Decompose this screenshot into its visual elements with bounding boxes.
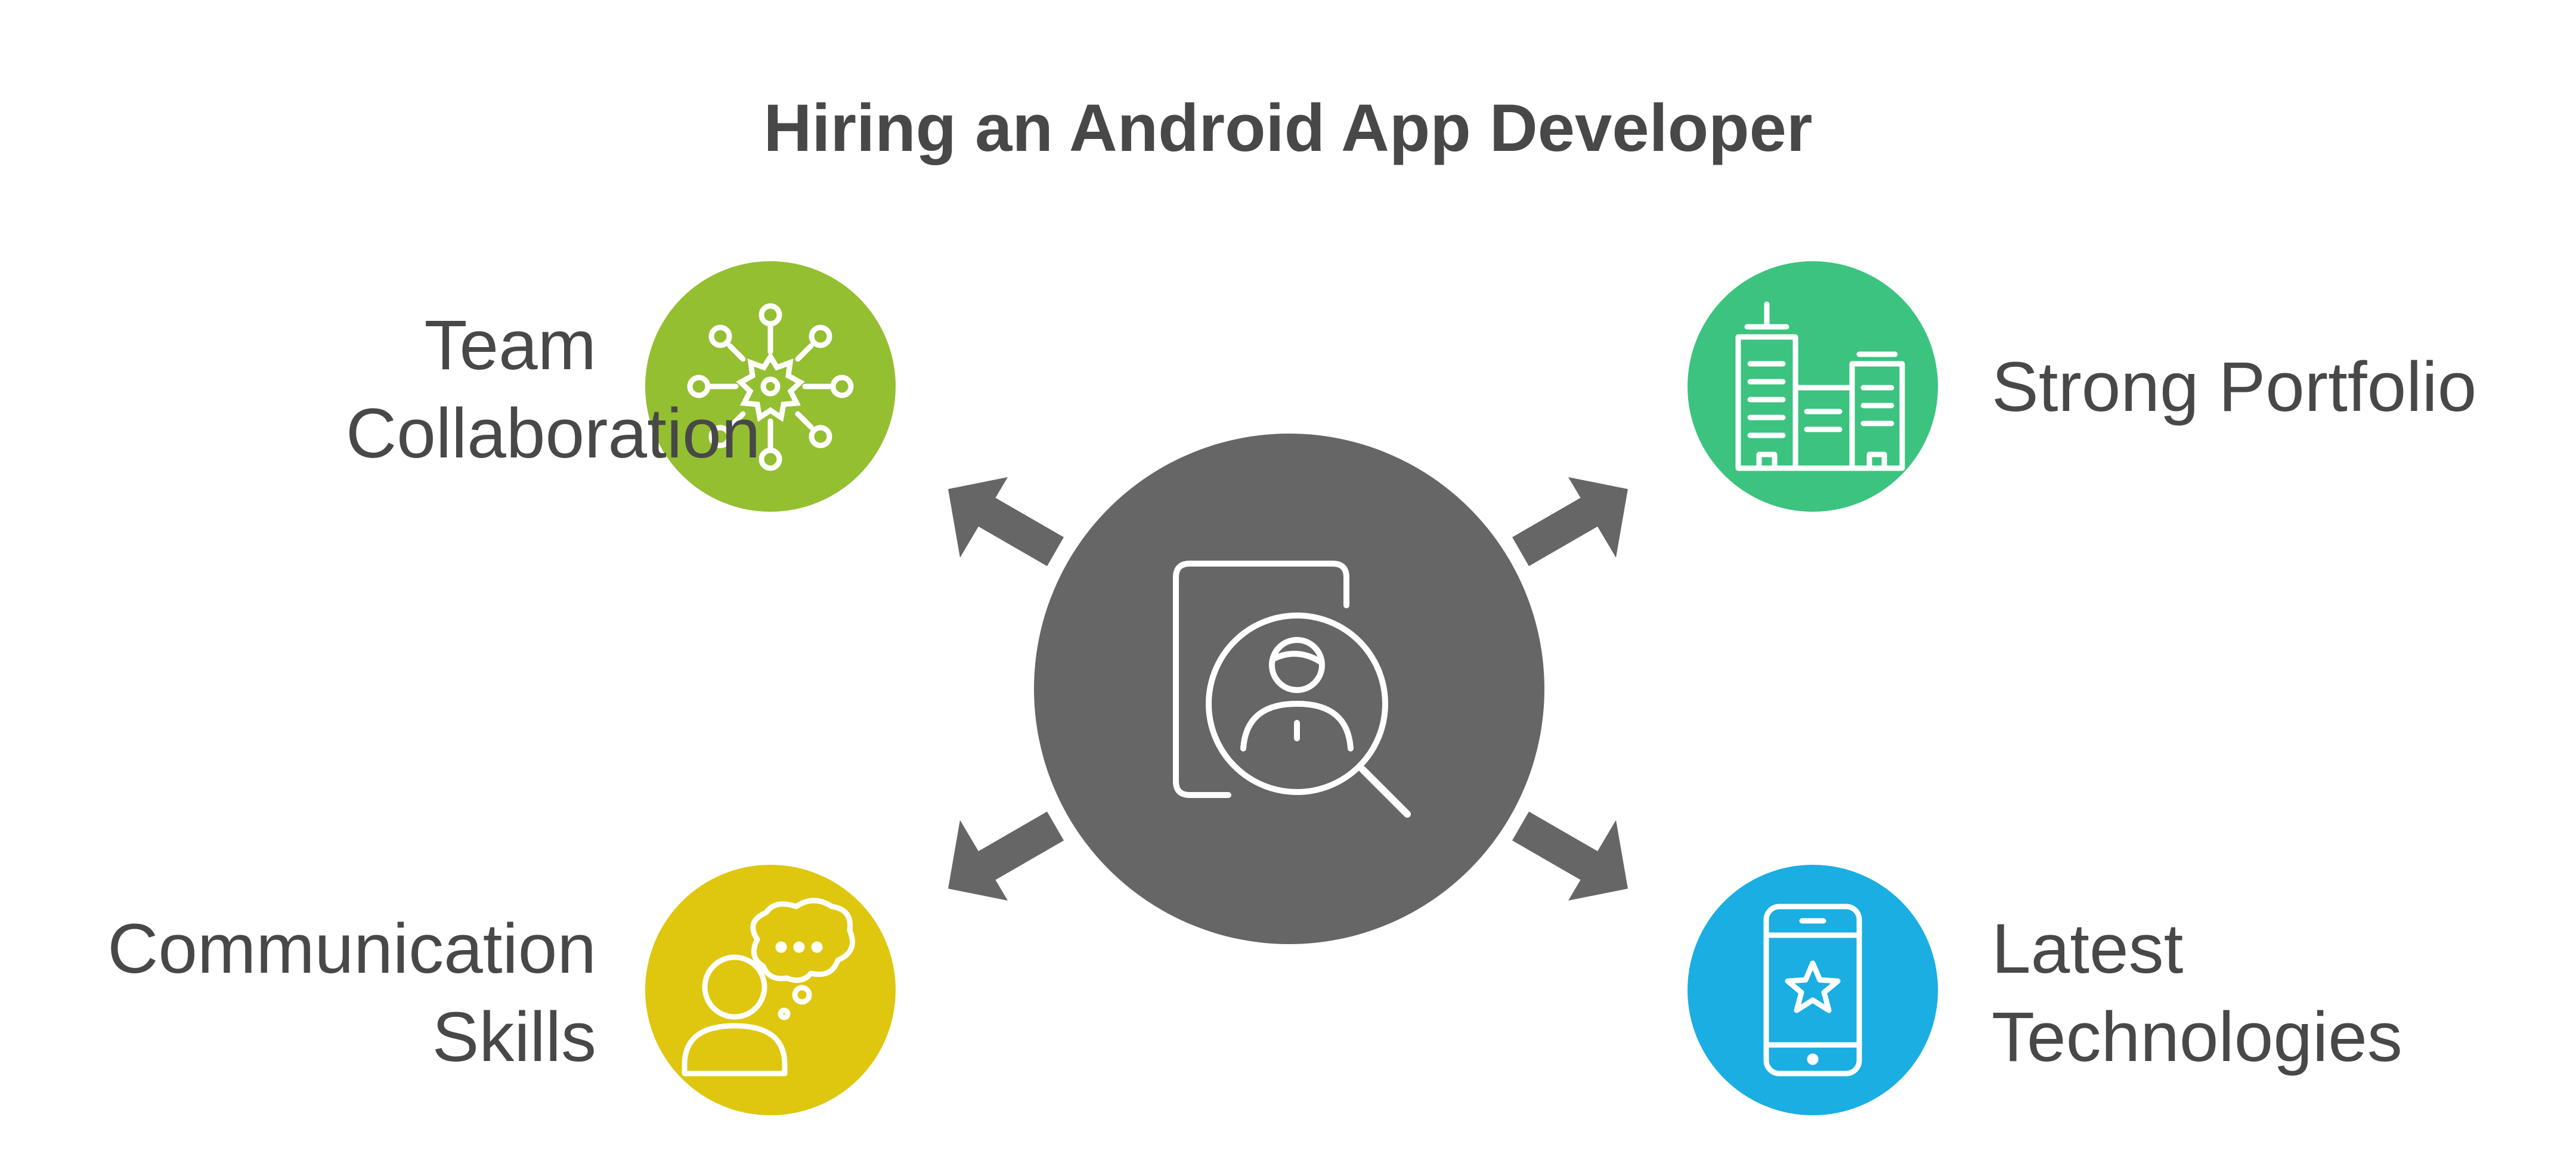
arrow-to-communication-skills xyxy=(948,811,1064,901)
smartphone-star-icon xyxy=(1763,904,1862,1077)
label-communication-skills-line-2: Skills xyxy=(432,998,596,1077)
team-collaboration-circle xyxy=(645,261,896,512)
arrow-to-latest-technologies xyxy=(1512,811,1628,901)
label-communication-skills-line-1: Communication xyxy=(107,910,596,988)
label-latest-technologies: Latest Technologies xyxy=(1992,905,2528,1081)
communication-skills-circle xyxy=(645,865,896,1115)
label-communication-skills: Communication Skills xyxy=(60,905,596,1081)
candidate-search-icon xyxy=(1173,561,1411,818)
label-latest-technologies-line-1: Latest xyxy=(1992,910,2184,988)
arrow-to-strong-portfolio xyxy=(1512,477,1628,567)
label-latest-technologies-line-2: Technologies xyxy=(1992,998,2402,1077)
label-team-collaboration-line-1: Team xyxy=(424,306,596,385)
network-hub-icon xyxy=(687,303,854,471)
diagram-title: Hiring an Android App Developer xyxy=(763,91,1813,166)
label-strong-portfolio: Strong Portfolio xyxy=(1992,343,2528,431)
person-speech-bubble-icon xyxy=(682,898,855,1077)
label-strong-portfolio-line-1: Strong Portfolio xyxy=(1992,348,2477,426)
buildings-icon xyxy=(1735,301,1905,471)
label-team-collaboration: Team Collaboration xyxy=(346,301,761,478)
latest-technologies-circle xyxy=(1688,865,1938,1115)
label-team-collaboration-line-2: Collaboration xyxy=(346,394,761,473)
arrow-to-team-collaboration xyxy=(948,477,1064,567)
